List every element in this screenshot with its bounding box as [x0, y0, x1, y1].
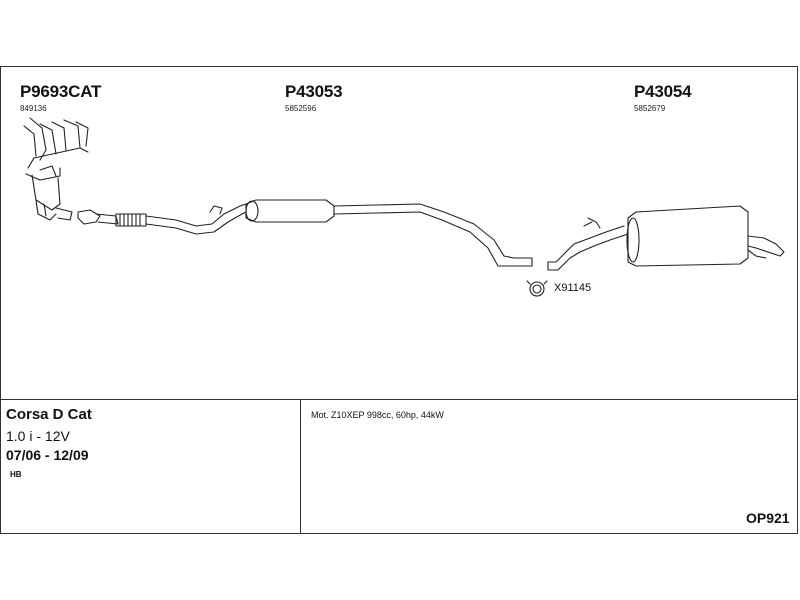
part-code-middle-silencer: P43053 — [285, 82, 343, 101]
vertical-divider — [300, 400, 301, 534]
vehicle-model: Corsa D Cat — [6, 406, 92, 423]
middle-silencer-drawing — [245, 199, 533, 267]
part-code-rear-silencer: P43054 — [634, 82, 692, 101]
clamp-drawing — [526, 280, 548, 297]
diagram-frame — [0, 66, 798, 534]
catalyst-manifold-drawing — [23, 117, 89, 221]
front-pipe-drawing — [77, 203, 247, 235]
part-ref-middle-silencer: 5852596 — [285, 104, 317, 113]
vehicle-body-type: HB — [10, 470, 22, 479]
part-ref-catalyst: 849136 — [20, 104, 47, 113]
rear-silencer-drawing — [547, 205, 785, 271]
kit-code: OP921 — [746, 510, 790, 526]
clamp-code: X91145 — [554, 282, 592, 294]
vehicle-engine: 1.0 i - 12V — [6, 428, 70, 444]
part-ref-rear-silencer: 5852679 — [634, 104, 666, 113]
vehicle-years: 07/06 - 12/09 — [6, 447, 89, 463]
part-code-catalyst: P9693CAT — [20, 82, 102, 101]
motor-info: Mot. Z10XEP 998cc, 60hp, 44kW — [311, 410, 444, 420]
horizontal-divider — [0, 399, 798, 400]
